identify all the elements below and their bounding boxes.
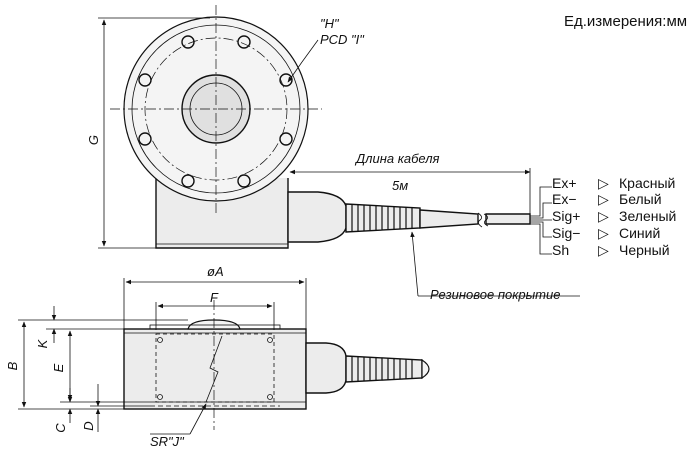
label-pcd: PCD "I" xyxy=(320,32,365,47)
wire-legend: Ex+ ▷ Красный Ex− ▷ Белый Sig+ ▷ Зеленый… xyxy=(530,175,676,258)
dim-c-label: C xyxy=(53,423,68,433)
wire-marker-icon: ▷ xyxy=(598,242,609,258)
cable-length-value: 5м xyxy=(392,178,408,193)
side-view: øA F B K E C D SR"J" xyxy=(5,264,430,449)
wire-signal: Ex+ xyxy=(552,175,577,191)
wire-marker-icon: ▷ xyxy=(598,191,609,207)
bolt-hole xyxy=(237,174,251,188)
wire-signal: Ex− xyxy=(552,191,577,207)
bolt-hole xyxy=(181,174,195,188)
top-view: "H" PCD "I" G Длина кабеля 5м Резиновое … xyxy=(86,5,580,302)
wire-signal: Sh xyxy=(552,242,569,258)
wire-entry: Sh ▷ Черный xyxy=(552,242,670,258)
bolt-hole xyxy=(237,35,251,49)
side-cable xyxy=(305,342,430,394)
wire-color-name: Зеленый xyxy=(619,208,676,224)
top-cable xyxy=(287,191,531,243)
cable-length-label: Длина кабеля xyxy=(354,151,440,166)
dim-d-label: D xyxy=(81,421,96,430)
units-note: Ед.измерения:мм xyxy=(564,13,687,30)
wire-color-name: Белый xyxy=(619,191,662,207)
screw xyxy=(157,394,163,400)
screw xyxy=(267,394,273,400)
label-h: "H" xyxy=(320,16,340,31)
wire-entry: Sig+ ▷ Зеленый xyxy=(552,208,676,224)
sr-j-label: SR"J" xyxy=(150,434,185,449)
bolt-hole xyxy=(138,132,152,146)
dim-k-label: K xyxy=(35,338,50,348)
dim-b-label: B xyxy=(5,361,20,370)
dim-f-label: F xyxy=(210,290,219,305)
bolt-hole xyxy=(138,73,152,87)
wire-color-name: Черный xyxy=(619,242,670,258)
screw xyxy=(157,337,163,343)
wire-color-name: Синий xyxy=(619,225,660,241)
wire-entry: Ex− ▷ Белый xyxy=(552,191,662,207)
wire-color-name: Красный xyxy=(619,175,675,191)
dim-a-label: øA xyxy=(207,264,224,279)
wire-signal: Sig− xyxy=(552,225,580,241)
wire-signal: Sig+ xyxy=(552,208,580,224)
dim-g-label: G xyxy=(86,135,101,145)
rubber-coating-label: Резиновое покрытие xyxy=(430,287,560,302)
wire-entry: Ex+ ▷ Красный xyxy=(552,175,675,191)
bolt-hole xyxy=(181,35,195,49)
bolt-hole xyxy=(279,132,293,146)
wire-marker-icon: ▷ xyxy=(598,225,609,241)
wire-marker-icon: ▷ xyxy=(598,175,609,191)
dim-e-label: E xyxy=(51,363,66,372)
screw xyxy=(267,337,273,343)
wire-entry: Sig− ▷ Синий xyxy=(552,225,660,241)
wire-marker-icon: ▷ xyxy=(598,208,609,224)
side-view-body xyxy=(123,328,307,410)
